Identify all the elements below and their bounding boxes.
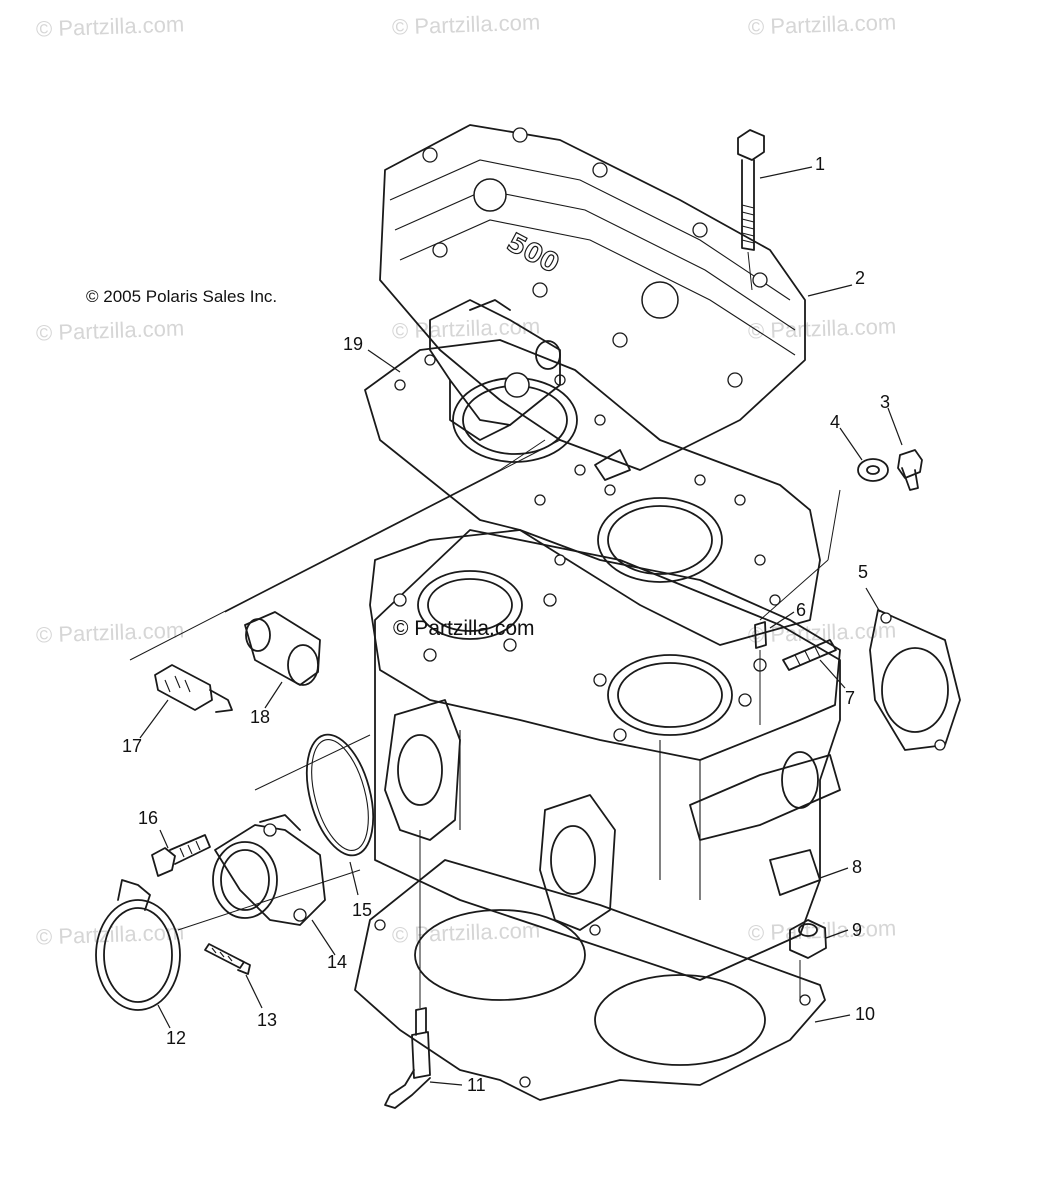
callout-14[interactable]: 14 — [327, 952, 348, 972]
base-gasket[interactable] — [354, 859, 826, 1101]
leader-16 — [159, 829, 169, 849]
callout-6[interactable]: 6 — [796, 600, 807, 620]
svg-text:500: 500 — [502, 228, 564, 280]
leader-11 — [429, 1081, 463, 1086]
head-bolt[interactable] — [737, 129, 765, 291]
callout-19[interactable]: 19 — [343, 334, 364, 354]
leader-8 — [819, 867, 849, 879]
exhaust-gasket[interactable] — [869, 609, 961, 751]
callout-7[interactable]: 7 — [845, 688, 856, 708]
leader-18 — [264, 681, 283, 709]
leader-15 — [349, 861, 359, 896]
flange-nut[interactable] — [789, 919, 827, 959]
leader-6 — [769, 611, 795, 629]
leader-4 — [839, 427, 863, 461]
adaptor-screw[interactable] — [151, 834, 211, 877]
sealing-washer[interactable] — [857, 458, 889, 482]
leader-1 — [759, 166, 813, 179]
dowel-pin[interactable] — [754, 621, 767, 725]
exhaust-stud[interactable] — [782, 639, 837, 671]
callout-10[interactable]: 10 — [855, 1004, 876, 1024]
callout-9[interactable]: 9 — [852, 920, 863, 940]
center-watermark: © Partzilla.com — [393, 617, 535, 640]
callout-17[interactable]: 17 — [122, 736, 143, 756]
temperature-sensor[interactable] — [154, 664, 233, 713]
water-sleeve[interactable] — [244, 611, 321, 686]
callout-13[interactable]: 13 — [257, 1010, 278, 1030]
callout-15[interactable]: 15 — [352, 900, 373, 920]
leader-19 — [367, 349, 401, 373]
callout-8[interactable]: 8 — [852, 857, 863, 877]
leader-10 — [814, 1014, 851, 1023]
cylinder-block[interactable] — [369, 529, 841, 981]
callout-11[interactable]: 11 — [467, 1075, 486, 1095]
callout-18[interactable]: 18 — [250, 707, 271, 727]
leader-5 — [865, 587, 881, 613]
callout-3[interactable]: 3 — [880, 392, 891, 412]
water-fitting[interactable] — [384, 830, 431, 1109]
leader-13 — [245, 974, 263, 1009]
copyright-notice: © 2005 Polaris Sales Inc. — [86, 287, 278, 306]
callout-5[interactable]: 5 — [858, 562, 869, 582]
callout-4[interactable]: 4 — [830, 412, 841, 432]
leader-2 — [807, 284, 853, 297]
leader-9 — [825, 929, 849, 939]
leader-7 — [819, 659, 846, 689]
intake-adaptor[interactable] — [212, 814, 326, 926]
leader-3 — [887, 407, 903, 446]
callout-16[interactable]: 16 — [138, 808, 159, 828]
clamp-screw[interactable] — [204, 943, 251, 975]
temperature-plug[interactable] — [897, 449, 923, 491]
leader-14 — [311, 919, 336, 956]
callout-12[interactable]: 12 — [166, 1028, 187, 1048]
callout-2[interactable]: 2 — [855, 268, 866, 288]
head-gasket[interactable] — [364, 339, 821, 646]
callout-1[interactable]: 1 — [815, 154, 826, 174]
hose-clamp[interactable] — [95, 879, 181, 1011]
leader-17 — [139, 699, 169, 739]
o-ring[interactable] — [295, 727, 385, 862]
leader-12 — [157, 1004, 171, 1029]
